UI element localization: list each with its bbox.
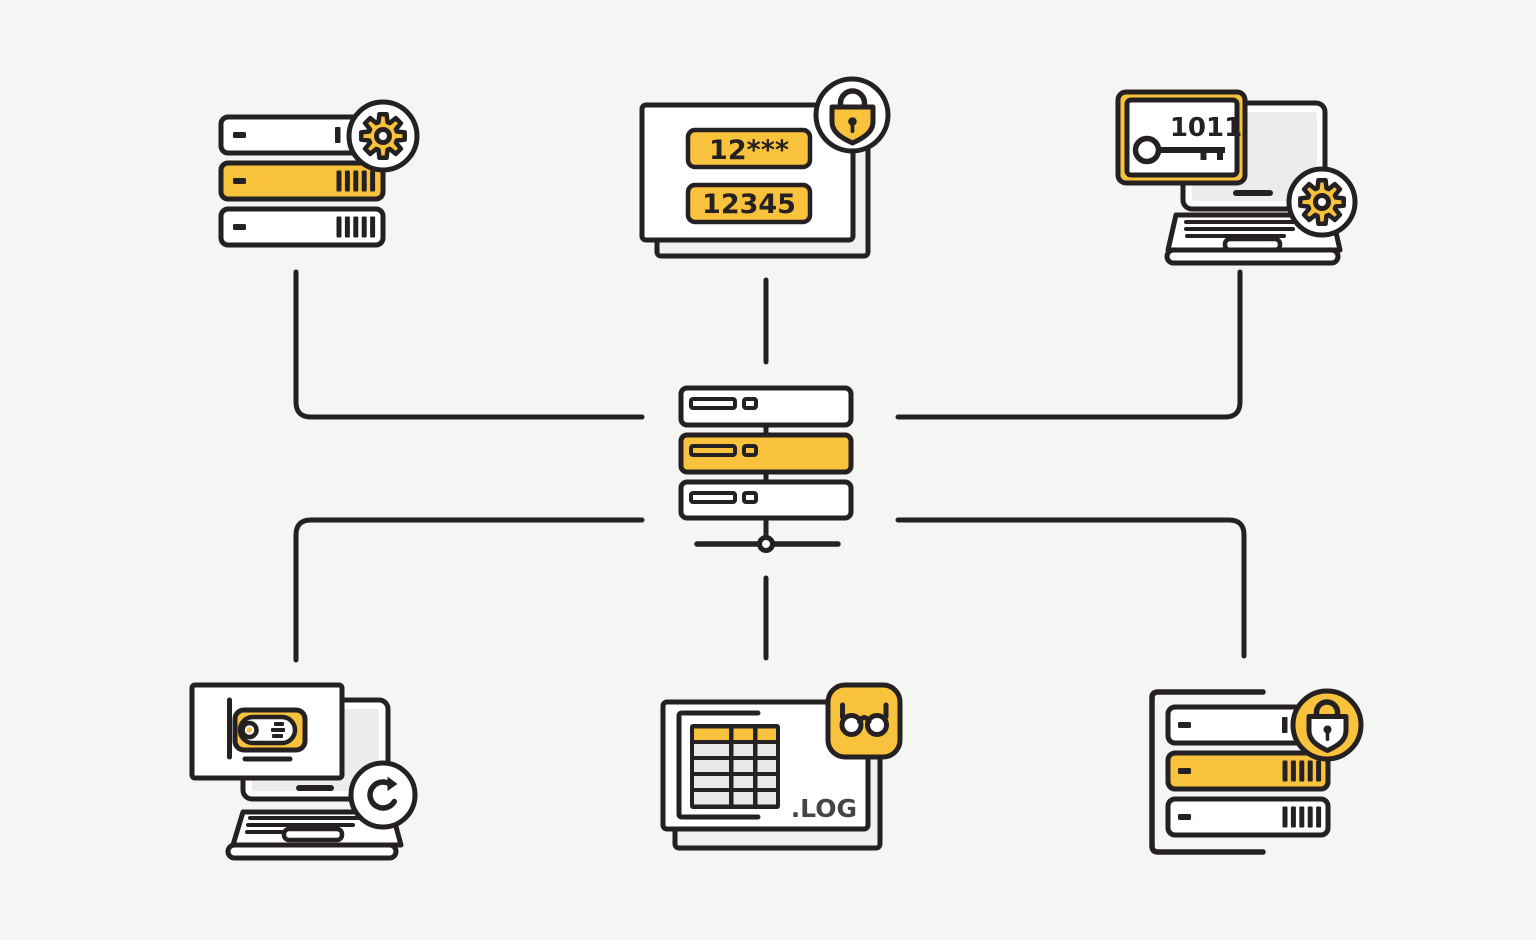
- gear-hub: [1313, 193, 1331, 211]
- server-led-dash: [1178, 722, 1191, 728]
- laptop-passcode-node: 1011: [1115, 89, 1358, 266]
- switch-port-details: [689, 397, 758, 504]
- adapter-text-dashes: [271, 722, 285, 738]
- laptop-base: [225, 842, 399, 861]
- server-settings-node: [218, 99, 420, 248]
- glasses-badge: [825, 682, 903, 760]
- adapter-dial-dot: [246, 727, 253, 733]
- padlock-shackle: [837, 88, 868, 109]
- inner-bracket: [676, 710, 761, 820]
- keyhole-stem: [850, 123, 855, 133]
- keyhole: [848, 117, 857, 126]
- server-led-dash: [1178, 814, 1191, 820]
- screen-dash: [296, 785, 334, 791]
- server-led-dash: [233, 132, 246, 138]
- glasses-temples: [840, 702, 889, 720]
- keyboard-lines: [1184, 220, 1304, 238]
- password-reveal-node: 12*** 12345: [639, 76, 891, 259]
- server-row-2-highlighted: [1165, 750, 1331, 792]
- server-vent-bar: [1282, 717, 1288, 733]
- padlock-shackle: [1313, 699, 1341, 719]
- vent-bars: [336, 170, 376, 192]
- vent-bars: [1282, 760, 1322, 782]
- server-row-3: [218, 206, 386, 248]
- bus-junction-dot: [757, 535, 775, 553]
- server-vent-bar: [335, 127, 341, 143]
- connector-top-right: [895, 269, 1243, 420]
- revealed-password-field: [685, 182, 813, 225]
- keyboard-lines: [245, 816, 364, 834]
- connector-bottom-left: [293, 517, 645, 663]
- gear-hub: [374, 127, 392, 145]
- masked-password-text: 12***: [709, 135, 789, 166]
- glasses-bridge: [857, 715, 872, 724]
- keyhole-stem: [1325, 731, 1330, 741]
- reading-glasses-icon: [839, 702, 889, 737]
- refresh-badge-circle: [348, 760, 418, 830]
- vent-bars: [336, 216, 376, 238]
- connector-bottom-right: [895, 517, 1247, 659]
- masked-password-field: [685, 127, 813, 170]
- log-file-node: .LOG: [660, 682, 903, 851]
- server-secure-node: [1149, 688, 1364, 855]
- connector-lines: [293, 269, 1247, 663]
- central-switch-node: [678, 385, 854, 553]
- key-icon: [1132, 135, 1162, 165]
- server-led-dash: [1178, 768, 1191, 774]
- refresh-arrowhead: [387, 776, 398, 791]
- glasses-left-lens: [839, 713, 864, 737]
- server-row-2-highlighted: [218, 160, 386, 202]
- connector-top-left: [293, 269, 645, 420]
- glasses-right-lens: [865, 713, 889, 737]
- key-shaft: [1158, 147, 1225, 160]
- keyhole: [1323, 725, 1332, 734]
- revealed-password-text: 12345: [702, 189, 796, 220]
- vent-bars: [1282, 806, 1322, 828]
- refresh-icon: [367, 779, 398, 811]
- laptop-restore-node: [189, 682, 418, 861]
- laptop-base: [1164, 247, 1341, 266]
- server-row-3: [1165, 796, 1331, 838]
- server-led-dash: [233, 178, 246, 184]
- server-led-dash: [233, 224, 246, 230]
- log-table-cells: [694, 744, 776, 805]
- binary-code-text: 1011: [1170, 113, 1242, 143]
- rack-bracket: [1149, 689, 1266, 855]
- log-table-header-row: [694, 728, 776, 740]
- log-extension-text: .LOG: [791, 794, 857, 823]
- screen-dash: [1233, 190, 1273, 196]
- touchpad: [281, 826, 345, 843]
